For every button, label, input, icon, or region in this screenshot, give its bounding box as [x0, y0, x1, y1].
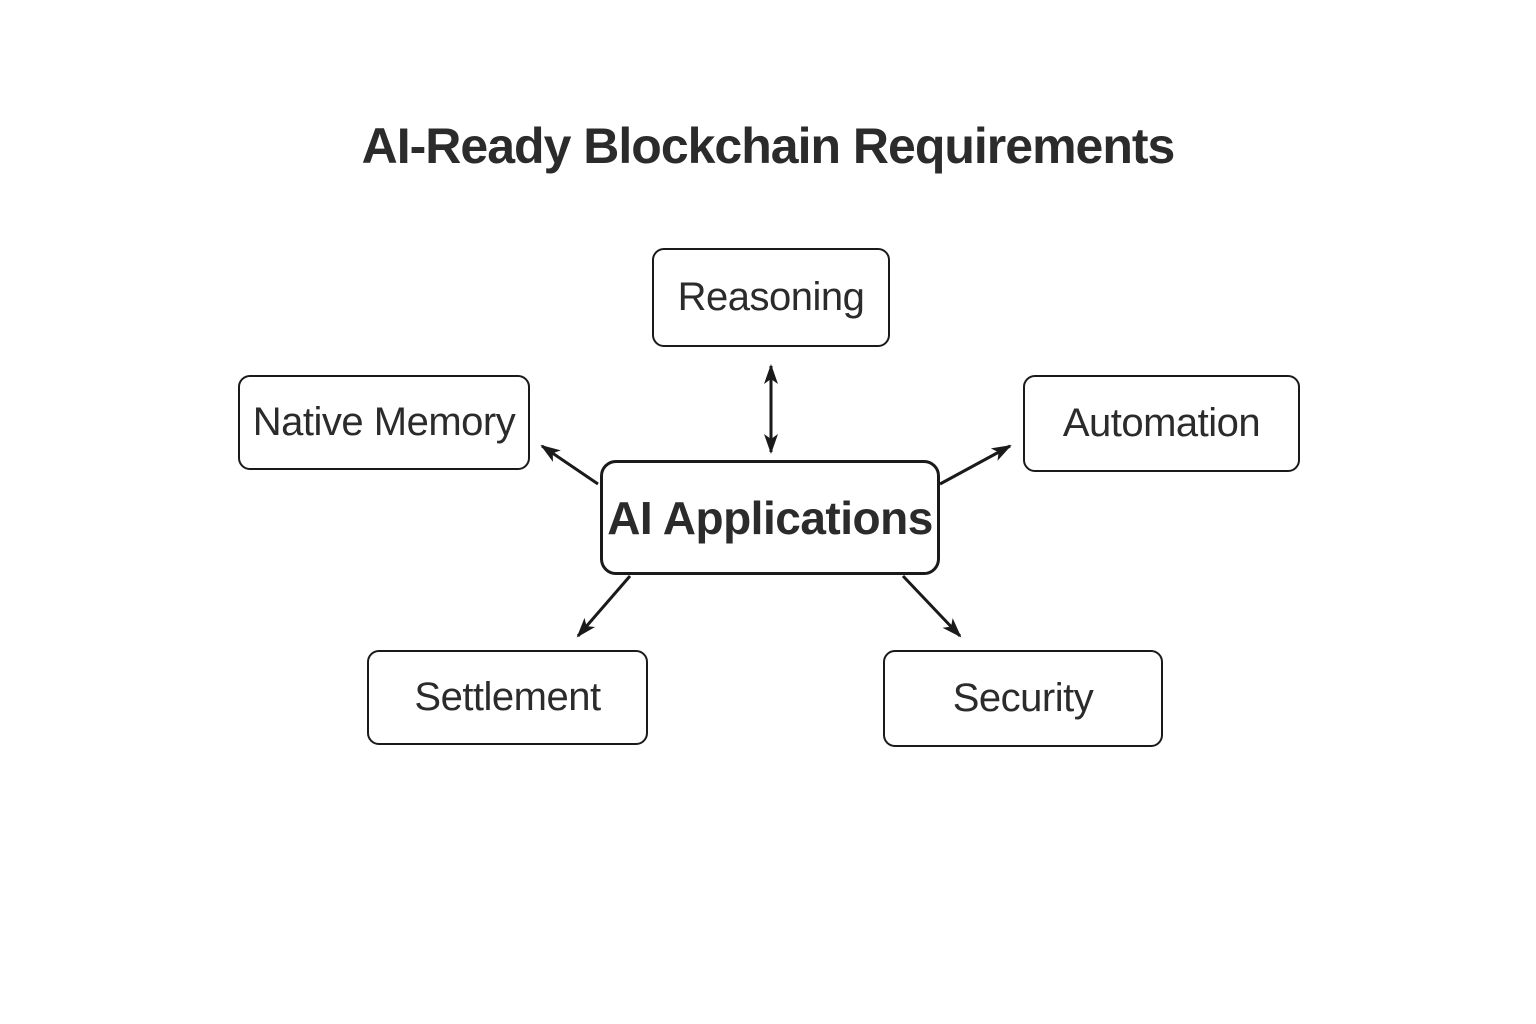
- node-reasoning-label: Reasoning: [677, 275, 865, 319]
- node-reasoning: Reasoning: [652, 248, 890, 347]
- arrow-center-to-automation: [939, 444, 1012, 486]
- node-security-label: Security: [952, 676, 1094, 720]
- node-automation: Automation: [1023, 375, 1300, 472]
- arrow-center-to-security: [901, 574, 962, 638]
- node-native-memory: Native Memory: [238, 375, 530, 470]
- node-ai-applications: AI Applications: [600, 460, 940, 575]
- node-security: Security: [883, 650, 1163, 747]
- node-automation-label: Automation: [1062, 401, 1261, 445]
- node-native-memory-label: Native Memory: [252, 400, 516, 444]
- node-settlement: Settlement: [367, 650, 648, 745]
- arrow-center-to-native-memory: [540, 444, 599, 486]
- node-ai-applications-label: AI Applications: [607, 491, 933, 544]
- diagram-title: AI-Ready Blockchain Requirements: [361, 118, 1176, 174]
- arrow-center-to-settlement: [576, 575, 632, 638]
- node-settlement-label: Settlement: [414, 675, 601, 719]
